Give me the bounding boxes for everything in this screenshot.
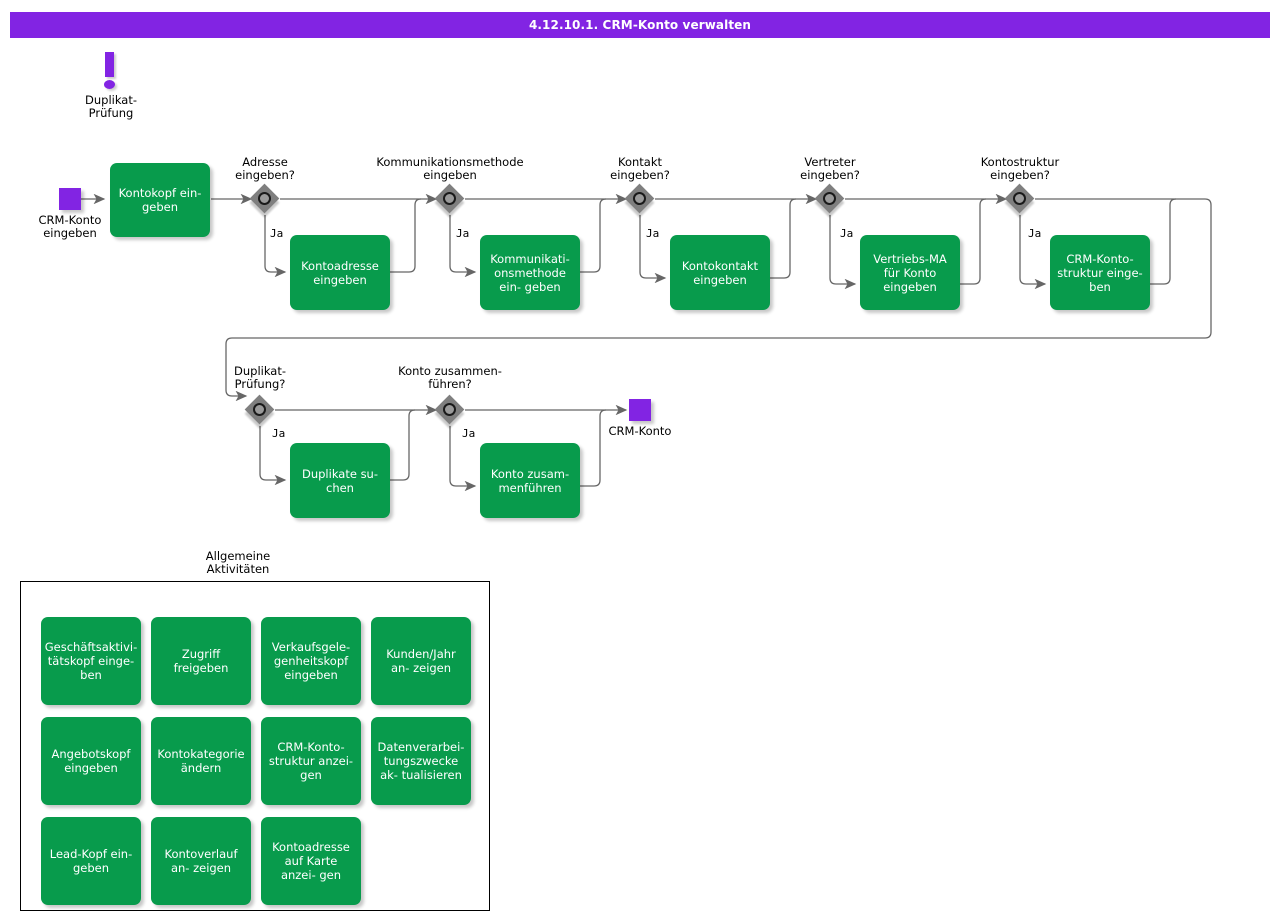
gateway-vertreter-label: Vertreter eingeben? — [800, 155, 860, 182]
annotation-label: Duplikat- Prüfung — [85, 93, 137, 120]
gateway-adresse-label: Adresse eingeben? — [235, 155, 295, 182]
task-duplikate-suchen[interactable]: Duplikate su- chen — [290, 443, 390, 518]
group-task[interactable]: Kontokategorie ändern — [151, 717, 251, 805]
gateway-zusammenfuehren-label: Konto zusammen- führen? — [398, 364, 502, 391]
start-event-label: CRM-Konto eingeben — [38, 213, 102, 240]
group-task[interactable]: Lead-Kopf ein- geben — [41, 817, 141, 905]
gateway-adresse-eingeben[interactable] — [249, 183, 280, 214]
end-event-label: CRM-Konto — [608, 424, 672, 438]
gateway-konto-zusammenfuehren[interactable] — [434, 394, 465, 425]
gateway-adresse-yes-label: Ja — [270, 227, 284, 240]
task-kontokontakt-eingeben[interactable]: Kontokontakt eingeben — [670, 235, 770, 310]
gateway-vertreter-eingeben[interactable] — [814, 183, 845, 214]
exclamation-icon — [100, 52, 122, 92]
task-kontokopf-eingeben[interactable]: Kontokopf ein- geben — [110, 163, 210, 237]
gateway-kontostruktur-yes-label: Ja — [1028, 227, 1042, 240]
gateway-circle-icon — [443, 192, 456, 205]
group-task[interactable]: Datenverarbei- tungszwecke ak- tualisier… — [371, 717, 471, 805]
gateway-duplikat-yes-label: Ja — [272, 427, 286, 440]
gateway-circle-icon — [1013, 192, 1026, 205]
group-task[interactable]: Kontoverlauf an- zeigen — [151, 817, 251, 905]
group-task[interactable]: Geschäftsaktivi- tätskopf einge- ben — [41, 617, 141, 705]
gateway-zusammenfuehren-yes-label: Ja — [462, 427, 476, 440]
gateway-duplikat-pruefung[interactable] — [244, 394, 275, 425]
group-title: Allgemeine Aktivitäten — [205, 549, 271, 576]
page-title-bar: 4.12.10.1. CRM-Konto verwalten — [10, 12, 1270, 38]
gateway-circle-icon — [253, 403, 266, 416]
gateway-kontostruktur-label: Kontostruktur eingeben? — [980, 155, 1060, 182]
exclamation-bar — [105, 52, 114, 77]
task-kontoadresse-eingeben[interactable]: Kontoadresse eingeben — [290, 235, 390, 310]
gateway-kontakt-eingeben[interactable] — [624, 183, 655, 214]
group-task[interactable]: Kontoadresse auf Karte anzei- gen — [261, 817, 361, 905]
gateway-kommunikation-label: Kommunikationsmethode eingeben — [376, 155, 524, 182]
gateway-circle-icon — [823, 192, 836, 205]
group-task[interactable]: Verkaufsgele- genheitskopf eingeben — [261, 617, 361, 705]
gateway-kontostruktur-eingeben[interactable] — [1004, 183, 1035, 214]
end-event[interactable] — [629, 399, 651, 421]
gateway-circle-icon — [633, 192, 646, 205]
page-title: 4.12.10.1. CRM-Konto verwalten — [528, 18, 752, 32]
gateway-circle-icon — [258, 192, 271, 205]
gateway-kontakt-yes-label: Ja — [646, 227, 660, 240]
gateway-vertreter-yes-label: Ja — [840, 227, 854, 240]
task-konto-zusammenfuehren[interactable]: Konto zusam- menführen — [480, 443, 580, 518]
gateway-kommunikationsmethode-eingeben[interactable] — [434, 183, 465, 214]
task-kommunikationsmethode-eingeben[interactable]: Kommunikati- onsmethode ein- geben — [480, 235, 580, 310]
gateway-kommunikation-yes-label: Ja — [456, 227, 470, 240]
gateway-duplikat-label: Duplikat- Prüfung? — [234, 364, 286, 391]
group-task[interactable]: CRM-Konto- struktur anzei- gen — [261, 717, 361, 805]
task-vertriebs-ma-eingeben[interactable]: Vertriebs-MA für Konto eingeben — [860, 235, 960, 310]
allgemeine-aktivitaeten-group: Geschäftsaktivi- tätskopf einge- ben Zug… — [20, 581, 490, 911]
exclamation-dot — [104, 80, 115, 89]
gateway-kontakt-label: Kontakt eingeben? — [610, 155, 670, 182]
group-task[interactable]: Kunden/Jahr an- zeigen — [371, 617, 471, 705]
group-task[interactable]: Angebotskopf eingeben — [41, 717, 141, 805]
group-task[interactable]: Zugriff freigeben — [151, 617, 251, 705]
gateway-circle-icon — [443, 403, 456, 416]
task-crm-kontostruktur-eingeben[interactable]: CRM-Konto- struktur einge- ben — [1050, 235, 1150, 310]
start-event[interactable] — [59, 188, 81, 210]
